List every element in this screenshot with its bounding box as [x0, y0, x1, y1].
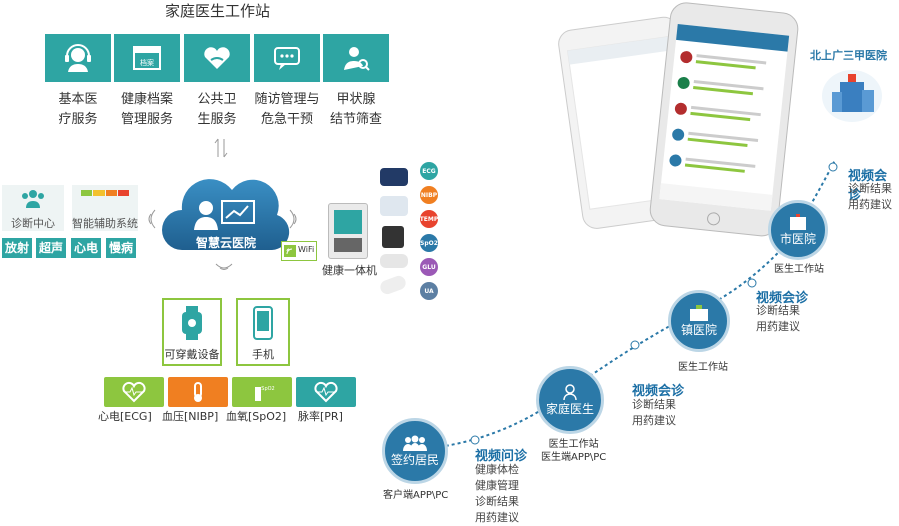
tag-radiology[interactable]: 放射 — [2, 238, 33, 258]
signal-wave-right-icon — [289, 209, 297, 229]
service-label-followup: 随访管理与危急干预 — [254, 92, 320, 127]
sync-arrows-icon — [214, 138, 228, 158]
node-city-hospital[interactable]: 市医院 — [768, 200, 828, 260]
mobile-phone-icon — [253, 306, 273, 340]
sensor-spo2[interactable]: SpO2 — [232, 377, 292, 407]
service-label-thyroid: 甲状腺结节筛查 — [329, 92, 382, 127]
clinic-building-icon — [690, 304, 708, 321]
referral-path-line — [409, 159, 838, 451]
node-town-hospital[interactable]: 镇医院 — [668, 290, 730, 352]
kiosk-device[interactable] — [328, 203, 368, 259]
oximeter-device — [380, 254, 408, 268]
pulse-heart-icon — [314, 381, 338, 403]
service-thyroid-icon-box[interactable] — [323, 34, 389, 82]
video-consult-4-list: 诊断结果用药建议 — [848, 182, 892, 211]
app-phones-mockup — [558, 2, 799, 237]
signal-wave-left-icon — [148, 209, 156, 229]
doctor-person-icon — [563, 383, 577, 400]
archive-file-icon: 档案 — [133, 46, 161, 70]
video-consult-4-heading: 视频会诊 — [848, 169, 888, 203]
video-consult-2-list: 诊断结果用药建议 — [632, 398, 676, 427]
glucose-meter-device — [382, 226, 404, 248]
wifi-icon — [284, 245, 296, 257]
thermometer-icon — [194, 382, 202, 402]
service-followup-icon-box[interactable] — [254, 34, 320, 82]
video-consult-2-heading: 视频会诊 — [632, 384, 685, 399]
sensor-label-ecg: 心电[ECG] — [98, 410, 152, 423]
resident-sub: 客户端APP\PC — [383, 490, 449, 501]
badge-ua: UA — [420, 282, 438, 300]
diag-center-label: 诊断中心 — [11, 217, 55, 230]
spo2-bottle-icon: SpO2 — [255, 386, 275, 401]
phone-label: 手机 — [252, 348, 274, 361]
family-sub: 医生工作站医生端APP\PC — [541, 439, 607, 463]
video-inquiry-list: 健康体检健康管理诊断结果用药建议 — [475, 463, 519, 524]
sensor-label-nibp: 血压[NIBP] — [162, 410, 219, 423]
city-sub: 医生工作站 — [774, 264, 824, 275]
signal-wave-bottom-icon — [215, 263, 233, 270]
service-label-basic: 基本医疗服务 — [58, 92, 98, 127]
tag-chronic[interactable]: 慢病 — [106, 238, 137, 258]
archive-badge-text: 档案 — [140, 58, 154, 67]
tag-ecg[interactable]: 心电 — [71, 238, 102, 258]
sensor-pr[interactable] — [296, 377, 356, 407]
spo2-badge-text: SpO2 — [261, 386, 274, 392]
wearable-box[interactable]: 可穿戴设备 — [162, 298, 222, 366]
chat-bubble-icon — [274, 47, 300, 70]
wearable-label: 可穿戴设备 — [164, 348, 220, 361]
residents-group-icon — [403, 435, 427, 451]
badge-spo2: SpO2 — [420, 234, 438, 252]
sensor-nibp[interactable] — [168, 377, 228, 407]
sensor-label-spo2: 血氧[SpO2] — [226, 410, 287, 423]
top-hospital-label: 北上广三甲医院 — [810, 49, 887, 62]
badge-nibp: NIBP — [420, 186, 438, 204]
aux-color-bar — [81, 190, 129, 196]
wifi-badge: WiFi — [281, 241, 317, 261]
hospital-building-icon — [822, 70, 882, 122]
cloud-label: 智慧云医院 — [196, 236, 257, 250]
ecg-leads-device — [380, 196, 408, 216]
people-group-icon — [22, 190, 44, 208]
phone-box[interactable]: 手机 — [236, 298, 290, 366]
sensor-label-pr: 脉率[PR] — [298, 410, 343, 423]
city-hospital-building-icon — [790, 213, 806, 230]
town-sub: 医生工作站 — [678, 362, 728, 373]
cloud-hospital-icon — [162, 179, 290, 250]
smartwatch-icon — [182, 306, 202, 340]
page-title: 家庭医生工作站 — [165, 2, 271, 20]
video-consult-3-heading: 视频会诊 — [756, 291, 809, 306]
service-basic-medical-icon-box[interactable] — [45, 34, 111, 82]
aux-system-label: 智能辅助系统 — [72, 217, 138, 230]
diag-center-box[interactable]: 诊断中心 — [2, 185, 64, 231]
badge-temp: TEMP — [420, 210, 438, 228]
node-family-doctor[interactable]: 家庭医生 — [536, 366, 604, 434]
video-consult-3-list: 诊断结果用药建议 — [756, 304, 800, 333]
service-archive-icon-box[interactable]: 档案 — [114, 34, 180, 82]
heartbeat-icon — [122, 381, 146, 403]
service-label-public-health: 公共卫生服务 — [197, 92, 237, 127]
bp-cuff-device — [380, 168, 408, 186]
tag-ultrasound[interactable]: 超声 — [36, 238, 67, 258]
person-search-icon — [344, 47, 370, 71]
badge-glu: GLU — [420, 258, 438, 276]
kiosk-label: 健康一体机 — [322, 264, 377, 277]
aux-system-box[interactable]: 智能辅助系统 — [72, 185, 138, 231]
service-public-health-icon-box[interactable] — [184, 34, 250, 82]
node-resident[interactable]: 签约居民 — [382, 418, 448, 484]
headset-doctor-icon — [65, 44, 91, 72]
kiosk-panel — [334, 238, 362, 252]
badge-ecg: ECG — [420, 162, 438, 180]
video-inquiry-heading: 视频问诊 — [475, 449, 528, 464]
sensor-ecg[interactable] — [104, 377, 164, 407]
kiosk-screen — [334, 210, 362, 234]
service-label-archive: 健康档案管理服务 — [120, 92, 173, 127]
heart-hand-icon — [204, 47, 230, 69]
